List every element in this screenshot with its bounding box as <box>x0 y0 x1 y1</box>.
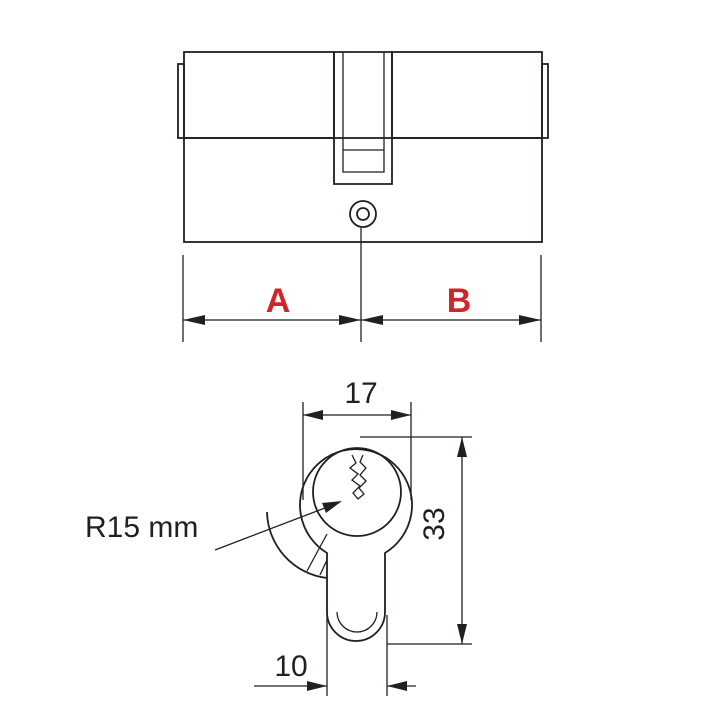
cylinder-cam <box>333 51 393 185</box>
radius-arc <box>266 511 328 579</box>
key-slot <box>348 454 367 500</box>
label-radius: R15 mm <box>85 511 198 544</box>
dimension-radius: R15 mm <box>85 501 342 579</box>
profile-outline <box>299 448 413 642</box>
cylinder-left-cap <box>177 63 185 139</box>
cylinder-cam-inner <box>342 52 385 173</box>
screw-hole-inner <box>356 207 370 221</box>
cylinder-body <box>183 137 543 243</box>
label-a: A <box>266 282 291 320</box>
dimension-17: 17 <box>302 377 412 500</box>
plug-circle <box>312 447 402 537</box>
screw-hole-outer <box>349 200 377 228</box>
cylinder-left-plug <box>183 51 335 139</box>
cylinder-side-view <box>177 51 549 243</box>
dimension-33: 33 <box>360 436 472 645</box>
dimension-10: 10 <box>254 615 416 696</box>
dimension-a-b: A B <box>182 228 542 342</box>
cylinder-profile <box>299 447 413 642</box>
label-height: 33 <box>418 507 451 540</box>
cylinder-right-cap <box>541 63 549 139</box>
cylinder-right-plug <box>391 51 543 139</box>
label-bottom-width: 10 <box>274 650 307 683</box>
label-b: B <box>447 282 472 320</box>
label-width: 17 <box>344 377 377 410</box>
